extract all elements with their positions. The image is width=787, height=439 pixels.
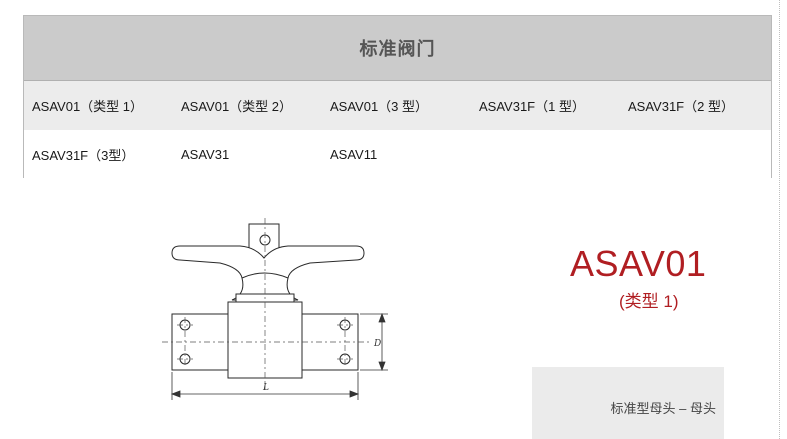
dimension-l-label: L bbox=[262, 383, 269, 393]
table-title: 标准阀门 bbox=[24, 16, 771, 81]
table-row: ASAV31F（3型） ASAV31 ASAV11 bbox=[24, 130, 771, 179]
valve-link-asav31[interactable]: ASAV31 bbox=[181, 147, 230, 162]
valve-link-asav31f-type2[interactable]: ASAV31F（2 型） bbox=[628, 99, 734, 114]
valve-link-asav01-type3[interactable]: ASAV01（3 型） bbox=[330, 99, 429, 114]
dimension-d-label: D bbox=[373, 339, 381, 349]
valve-link-asav01-type1[interactable]: ASAV01（类型 1） bbox=[32, 99, 144, 114]
product-subtitle: (类型 1) bbox=[619, 292, 679, 311]
valve-link-asav31f-type3[interactable]: ASAV31F（3型） bbox=[32, 148, 135, 163]
variant-label: 标准型母头 – 母头 bbox=[610, 401, 716, 416]
valve-link-asav11[interactable]: ASAV11 bbox=[330, 147, 378, 162]
valve-link-asav31f-type1[interactable]: ASAV31F（1 型） bbox=[479, 99, 585, 114]
valve-link-asav01-type2[interactable]: ASAV01（类型 2） bbox=[181, 99, 293, 114]
table-row: ASAV01（类型 1） ASAV01（类型 2） ASAV01（3 型） AS… bbox=[24, 81, 771, 130]
standard-valves-table: 标准阀门 ASAV01（类型 1） ASAV01（类型 2） ASAV01（3 … bbox=[23, 15, 772, 179]
variant-box: 标准型母头 – 母头 bbox=[532, 367, 724, 439]
product-title: ASAV01 bbox=[570, 243, 707, 284]
valve-technical-drawing: D L bbox=[162, 218, 388, 400]
scroll-guide-line bbox=[779, 0, 780, 439]
